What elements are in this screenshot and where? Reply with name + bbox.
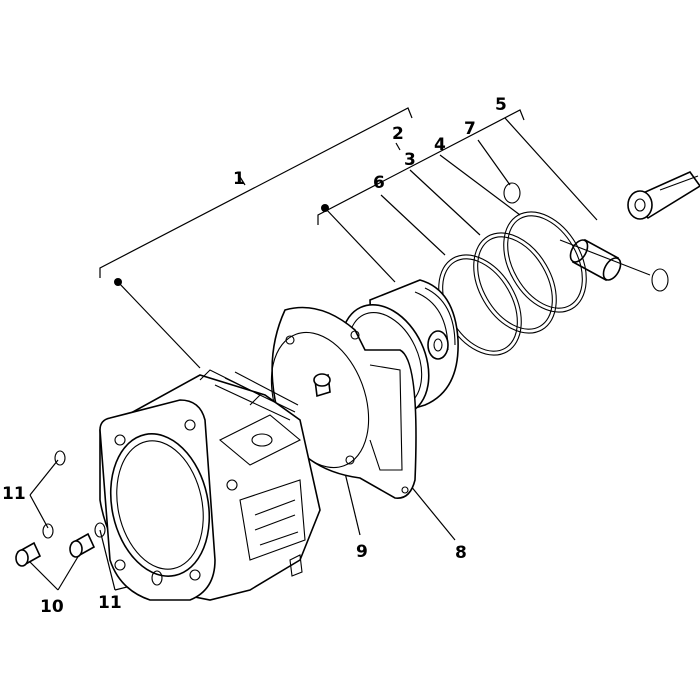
base-gasket xyxy=(270,306,417,499)
label-dowel-pins: 10 xyxy=(40,597,64,617)
label-piston-assembly: 2 xyxy=(392,124,404,144)
label-dowel-pin-center: 9 xyxy=(356,542,368,562)
bracket-group-1 xyxy=(99,107,413,369)
label-washers-lower: 11 xyxy=(98,593,122,613)
dowel-pins xyxy=(15,532,96,567)
label-top-ring: 3 xyxy=(404,150,416,170)
bracket-group-2 xyxy=(317,109,525,283)
label-cylinder-assembly: 1 xyxy=(233,169,245,189)
label-washers-upper: 11 xyxy=(2,484,26,504)
piston-rings xyxy=(438,211,587,356)
washers xyxy=(42,450,163,586)
cylinder-block xyxy=(99,369,321,601)
leader-lines xyxy=(27,117,598,591)
label-second-ring: 4 xyxy=(434,135,446,155)
connecting-rod xyxy=(627,171,700,220)
label-circlip: 7 xyxy=(464,119,476,139)
dowel-pin-center xyxy=(313,373,331,398)
label-base-gasket: 8 xyxy=(455,543,467,563)
piston-pin xyxy=(559,238,651,282)
circlips xyxy=(503,182,669,292)
label-oil-ring: 6 xyxy=(373,173,385,193)
label-piston-pin: 5 xyxy=(495,95,507,115)
